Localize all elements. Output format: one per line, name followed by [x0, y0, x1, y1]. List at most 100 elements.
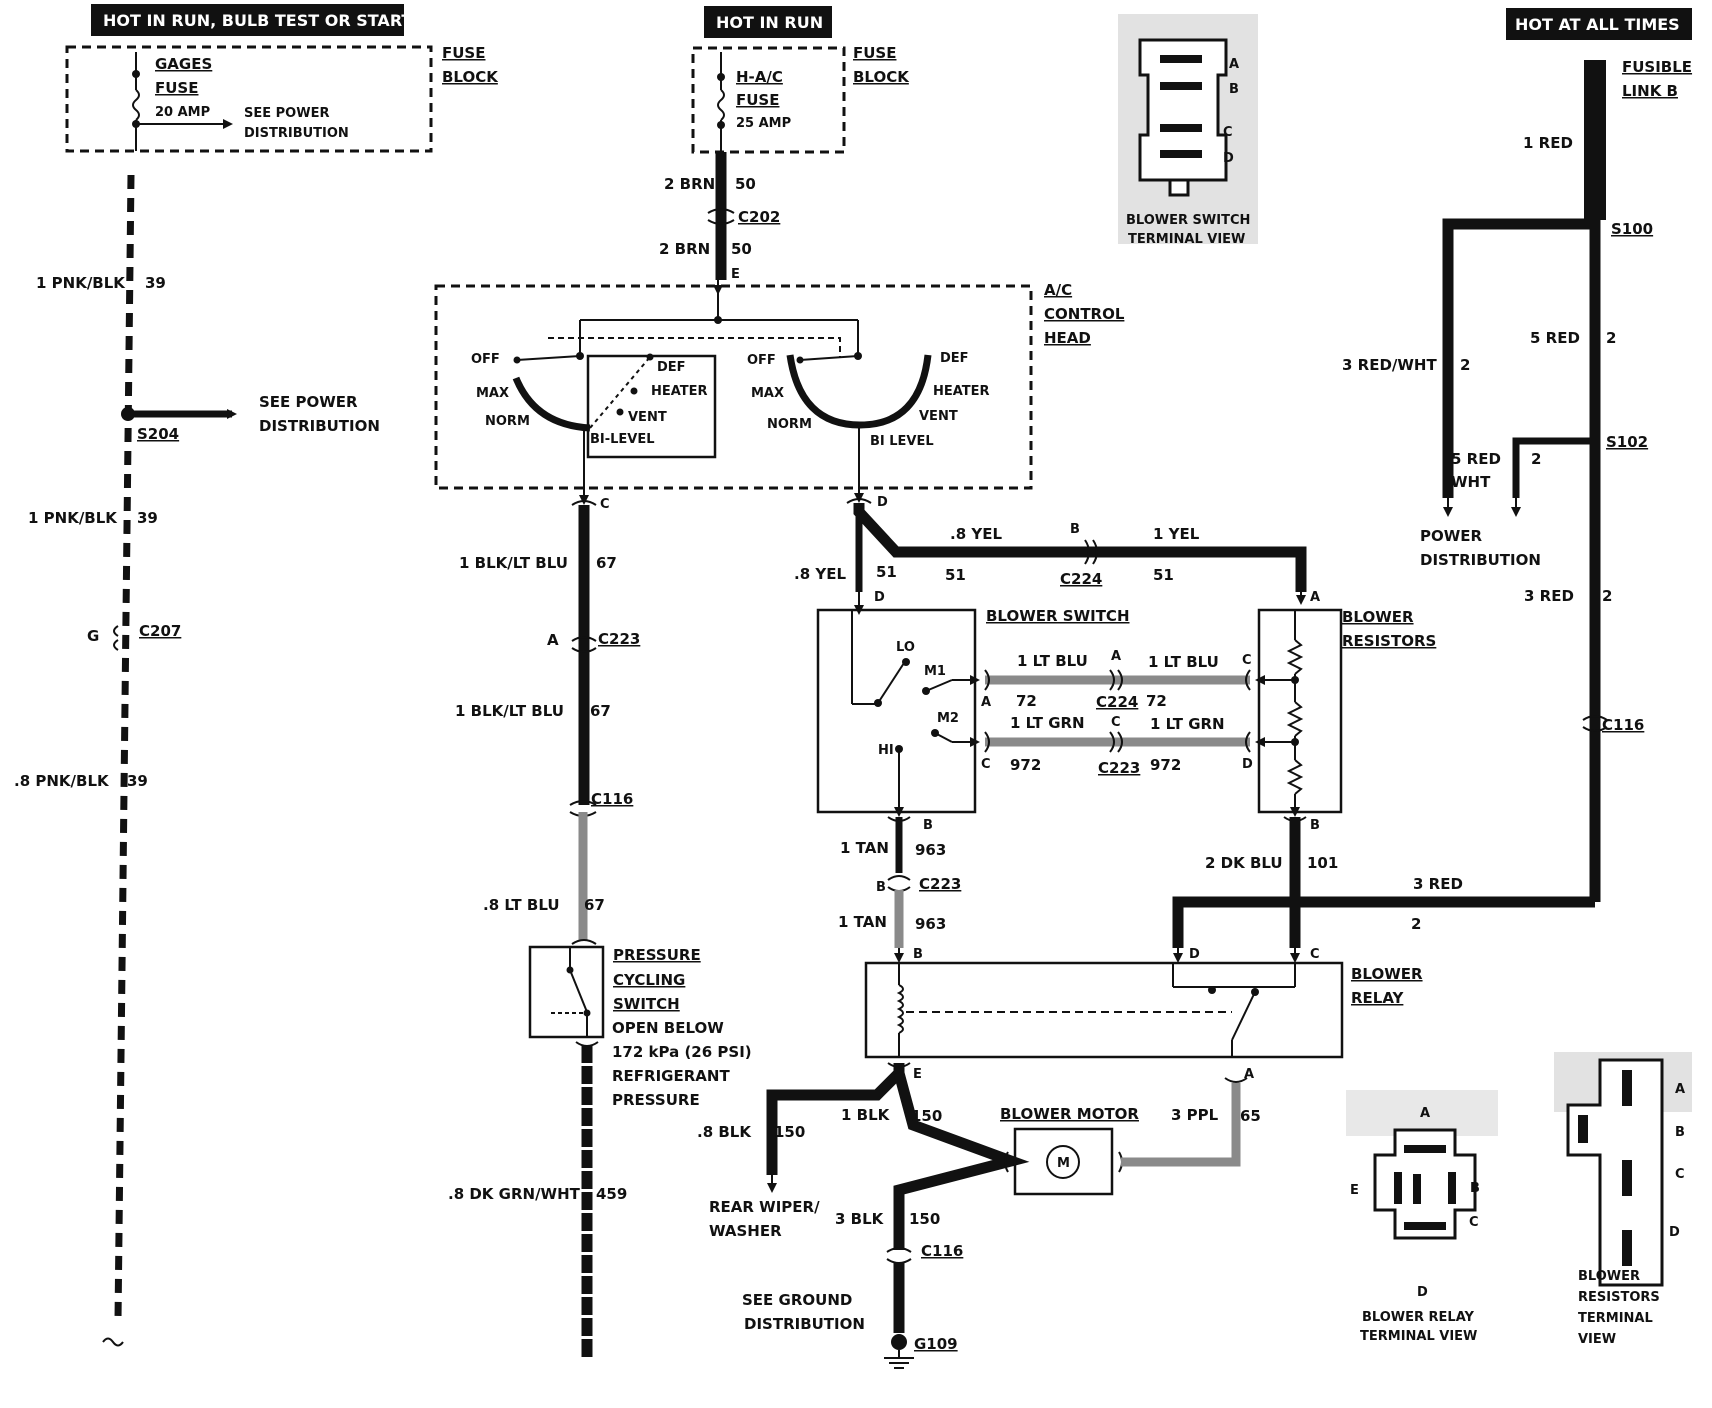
gages-fuse-block-label1: FUSE — [442, 44, 485, 62]
ac-right-heater: HEATER — [933, 384, 990, 399]
blower-switch: LO M1 M2 HI BLOWER SWITCH A C B — [816, 607, 1130, 833]
ac-title-1: A/C — [1044, 281, 1072, 299]
ac-right-bilevel: BI LEVEL — [870, 434, 934, 449]
pc-wire-2: 1 BLK/LT BLU — [455, 702, 564, 720]
gnd-circuit-3: 150 — [909, 1210, 940, 1228]
header-center: HOT IN RUN — [704, 6, 832, 38]
link-c224: C224 — [1096, 693, 1138, 711]
pc-sw-2: CYCLING — [613, 971, 685, 989]
header-left: HOT IN RUN, BULB TEST OR START — [91, 4, 412, 36]
fusible-link-2: LINK B — [1622, 82, 1678, 100]
tan-circuit-1: 963 — [915, 841, 946, 859]
right-circuit: FUSIBLE LINK B 1 RED S100 3 RED/WHT 2 5 … — [1172, 58, 1692, 963]
red-wire-3: 3 RED — [1524, 587, 1574, 605]
ac-right-vent: VENT — [919, 409, 958, 424]
left-circuit-2: 39 — [137, 509, 158, 527]
motor-wire: 3 PPL — [1171, 1106, 1219, 1124]
sw-view-c: C — [1223, 125, 1233, 140]
gages-fuse-block: GAGES FUSE 20 AMP SEE POWER DISTRIBUTION… — [65, 44, 499, 153]
left-circuit-3: 39 — [127, 772, 148, 790]
red-wht-5a: 5 RED — [1451, 450, 1501, 468]
redwht-circuit: 2 — [1460, 356, 1470, 374]
relay-title-1: BLOWER — [1351, 965, 1423, 983]
pc-note-4: PRESSURE — [612, 1091, 700, 1109]
rs-view-label-4: VIEW — [1578, 1332, 1616, 1347]
c207-label: C207 — [139, 622, 181, 640]
link-num-1b: 72 — [1146, 692, 1167, 710]
pc-circuit-1: 67 — [596, 554, 617, 572]
bsw-title: BLOWER SWITCH — [986, 607, 1130, 625]
redwht-wire: 3 RED/WHT — [1342, 356, 1437, 374]
ac-left-norm: NORM — [485, 414, 530, 429]
yel-term-a: A — [1310, 590, 1320, 605]
header-right: HOT AT ALL TIMES — [1506, 8, 1692, 40]
motor-circuit: 65 — [1240, 1107, 1261, 1125]
sw-view-label-2: TERMINAL VIEW — [1128, 232, 1245, 247]
yel-run: .8 YEL 51 D .8 YEL 51 B C224 1 YEL 51 A — [794, 488, 1320, 615]
ac-right-max: MAX — [751, 386, 784, 401]
gages-see-power: SEE POWER — [244, 106, 329, 121]
link-num-2b: 972 — [1150, 756, 1181, 774]
red-wht-5b: WHT — [1451, 473, 1491, 491]
left-wire-3: .8 PNK/BLK — [14, 772, 110, 790]
yel-wire-2: .8 YEL — [950, 525, 1002, 543]
rear-wiper-1: REAR WIPER/ — [709, 1198, 820, 1216]
tan-wire-1: 1 TAN — [840, 839, 889, 857]
red-circuit-5: 2 — [1606, 329, 1616, 347]
red-wire-5: 5 RED — [1530, 329, 1580, 347]
gnd-wire-1: .8 BLK — [697, 1123, 752, 1141]
left-circuit-1: 39 — [145, 274, 166, 292]
s102-label: S102 — [1606, 433, 1648, 451]
g109-label: G109 — [914, 1335, 958, 1353]
hac-fuse-rating: 25 AMP — [736, 116, 791, 131]
yel-wire-1: .8 YEL — [794, 565, 846, 583]
rs-view-c: C — [1675, 1167, 1685, 1182]
yel-circuit-3: 51 — [1153, 566, 1174, 584]
pc-wire-4: .8 DK GRN/WHT — [448, 1185, 581, 1203]
right-c116: C116 — [1602, 716, 1644, 734]
brn-circuit-1: 50 — [735, 175, 756, 193]
rear-wiper-2: WASHER — [709, 1222, 782, 1240]
red-circuit-3: 2 — [1602, 587, 1612, 605]
ac-left-heater: HEATER — [651, 384, 708, 399]
tan-c223: C223 — [919, 875, 961, 893]
left-see-distribution: DISTRIBUTION — [259, 417, 380, 435]
power-dist-1: POWER — [1420, 527, 1483, 545]
r-view-d: D — [1417, 1285, 1428, 1300]
pc-term-a: A — [547, 631, 559, 649]
red-wht-circuit: 2 — [1531, 450, 1541, 468]
sw-view-label-1: BLOWER SWITCH — [1126, 213, 1250, 228]
dkblu-wire: 2 DK BLU — [1205, 854, 1283, 872]
gages-fuse-block-label2: BLOCK — [442, 68, 499, 86]
pc-c223: C223 — [598, 630, 640, 648]
link-wire-2b: 1 LT GRN — [1150, 715, 1225, 733]
gnd-c116: C116 — [921, 1242, 963, 1260]
rs-view-d: D — [1669, 1225, 1680, 1240]
pc-circuit-4: 459 — [596, 1185, 627, 1203]
ac-control-head: OFF MAX NORM DEF HEATER VENT BI-LEVEL OF… — [434, 281, 1125, 512]
pc-wire-3: .8 LT BLU — [483, 896, 560, 914]
gnd-wire-3: 3 BLK — [835, 1210, 885, 1228]
link-term-a: A — [1111, 649, 1121, 664]
res-term-c: C — [1242, 653, 1252, 668]
ac-left-off: OFF — [471, 352, 500, 367]
ac-title-2: CONTROL — [1044, 305, 1125, 323]
sw-view-d: D — [1223, 151, 1234, 166]
pc-note-2: 172 kPa (26 PSI) — [612, 1043, 752, 1061]
power-dist-2: DISTRIBUTION — [1420, 551, 1541, 569]
res-term-d: D — [1242, 757, 1253, 772]
left-see-power: SEE POWER — [259, 393, 358, 411]
bsw-m2: M2 — [937, 711, 959, 726]
left-wire-1: 1 PNK/BLK — [36, 274, 126, 292]
rs-view-a: A — [1675, 1082, 1685, 1097]
gnd-circuit-1: 150 — [774, 1123, 805, 1141]
pc-sw-3: SWITCH — [613, 995, 680, 1013]
rs-view-label-1: BLOWER — [1578, 1269, 1640, 1284]
gages-see-distribution: DISTRIBUTION — [244, 126, 349, 141]
brn-wire-2: 2 BRN — [659, 240, 710, 258]
tan-wire-2: 1 TAN — [838, 913, 887, 931]
s204-label: S204 — [137, 425, 179, 443]
blower-relay-terminal-view: A B C D E BLOWER RELAY TERMINAL VIEW — [1346, 1090, 1498, 1344]
brn-term-e: E — [731, 267, 740, 282]
pressure-branch: 1 BLK/LT BLU 67 A C223 1 BLK/LT BLU 67 C… — [448, 488, 752, 1360]
